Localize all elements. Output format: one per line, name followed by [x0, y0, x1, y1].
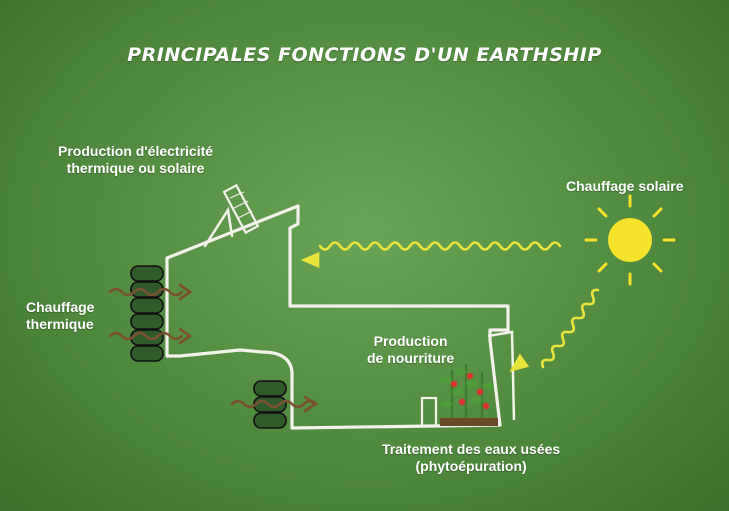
roof-support [203, 206, 234, 248]
thermal-label-line1: Chauffage [26, 299, 95, 315]
house-outline [165, 204, 510, 430]
heat-arrow-icon [108, 283, 318, 413]
electricity-label-line2: thermique ou solaire [66, 160, 205, 176]
solar-heating-label: Chauffage solaire [566, 178, 684, 194]
water-label-line1: Traitement des eaux usées [382, 441, 561, 457]
planter [420, 396, 498, 428]
thermal-label-line2: thermique [26, 316, 94, 332]
water-treatment-label: Traitement des eaux usées (phytoépuratio… [382, 441, 560, 475]
plant-icon [440, 364, 494, 418]
sun-ray-wave-icon [300, 241, 600, 373]
electricity-label-line1: Production d'électricité [58, 143, 214, 159]
diagram-title: PRINCIPALES FONCTIONS D'UN EARTHSHIP [127, 44, 602, 66]
electricity-label: Production d'électricité thermique ou so… [58, 143, 213, 177]
tire-stack-icon [130, 265, 164, 362]
front-glazing [487, 330, 516, 421]
thermal-heating-label: Chauffage thermique [26, 299, 94, 333]
solar-panel-icon [222, 183, 260, 235]
water-label-line2: (phytoépuration) [415, 458, 527, 474]
food-label-line2: de nourriture [367, 350, 455, 366]
food-production-label: Production de nourriture [367, 333, 454, 367]
food-label-line1: Production [373, 333, 448, 349]
sun-icon [584, 194, 676, 286]
